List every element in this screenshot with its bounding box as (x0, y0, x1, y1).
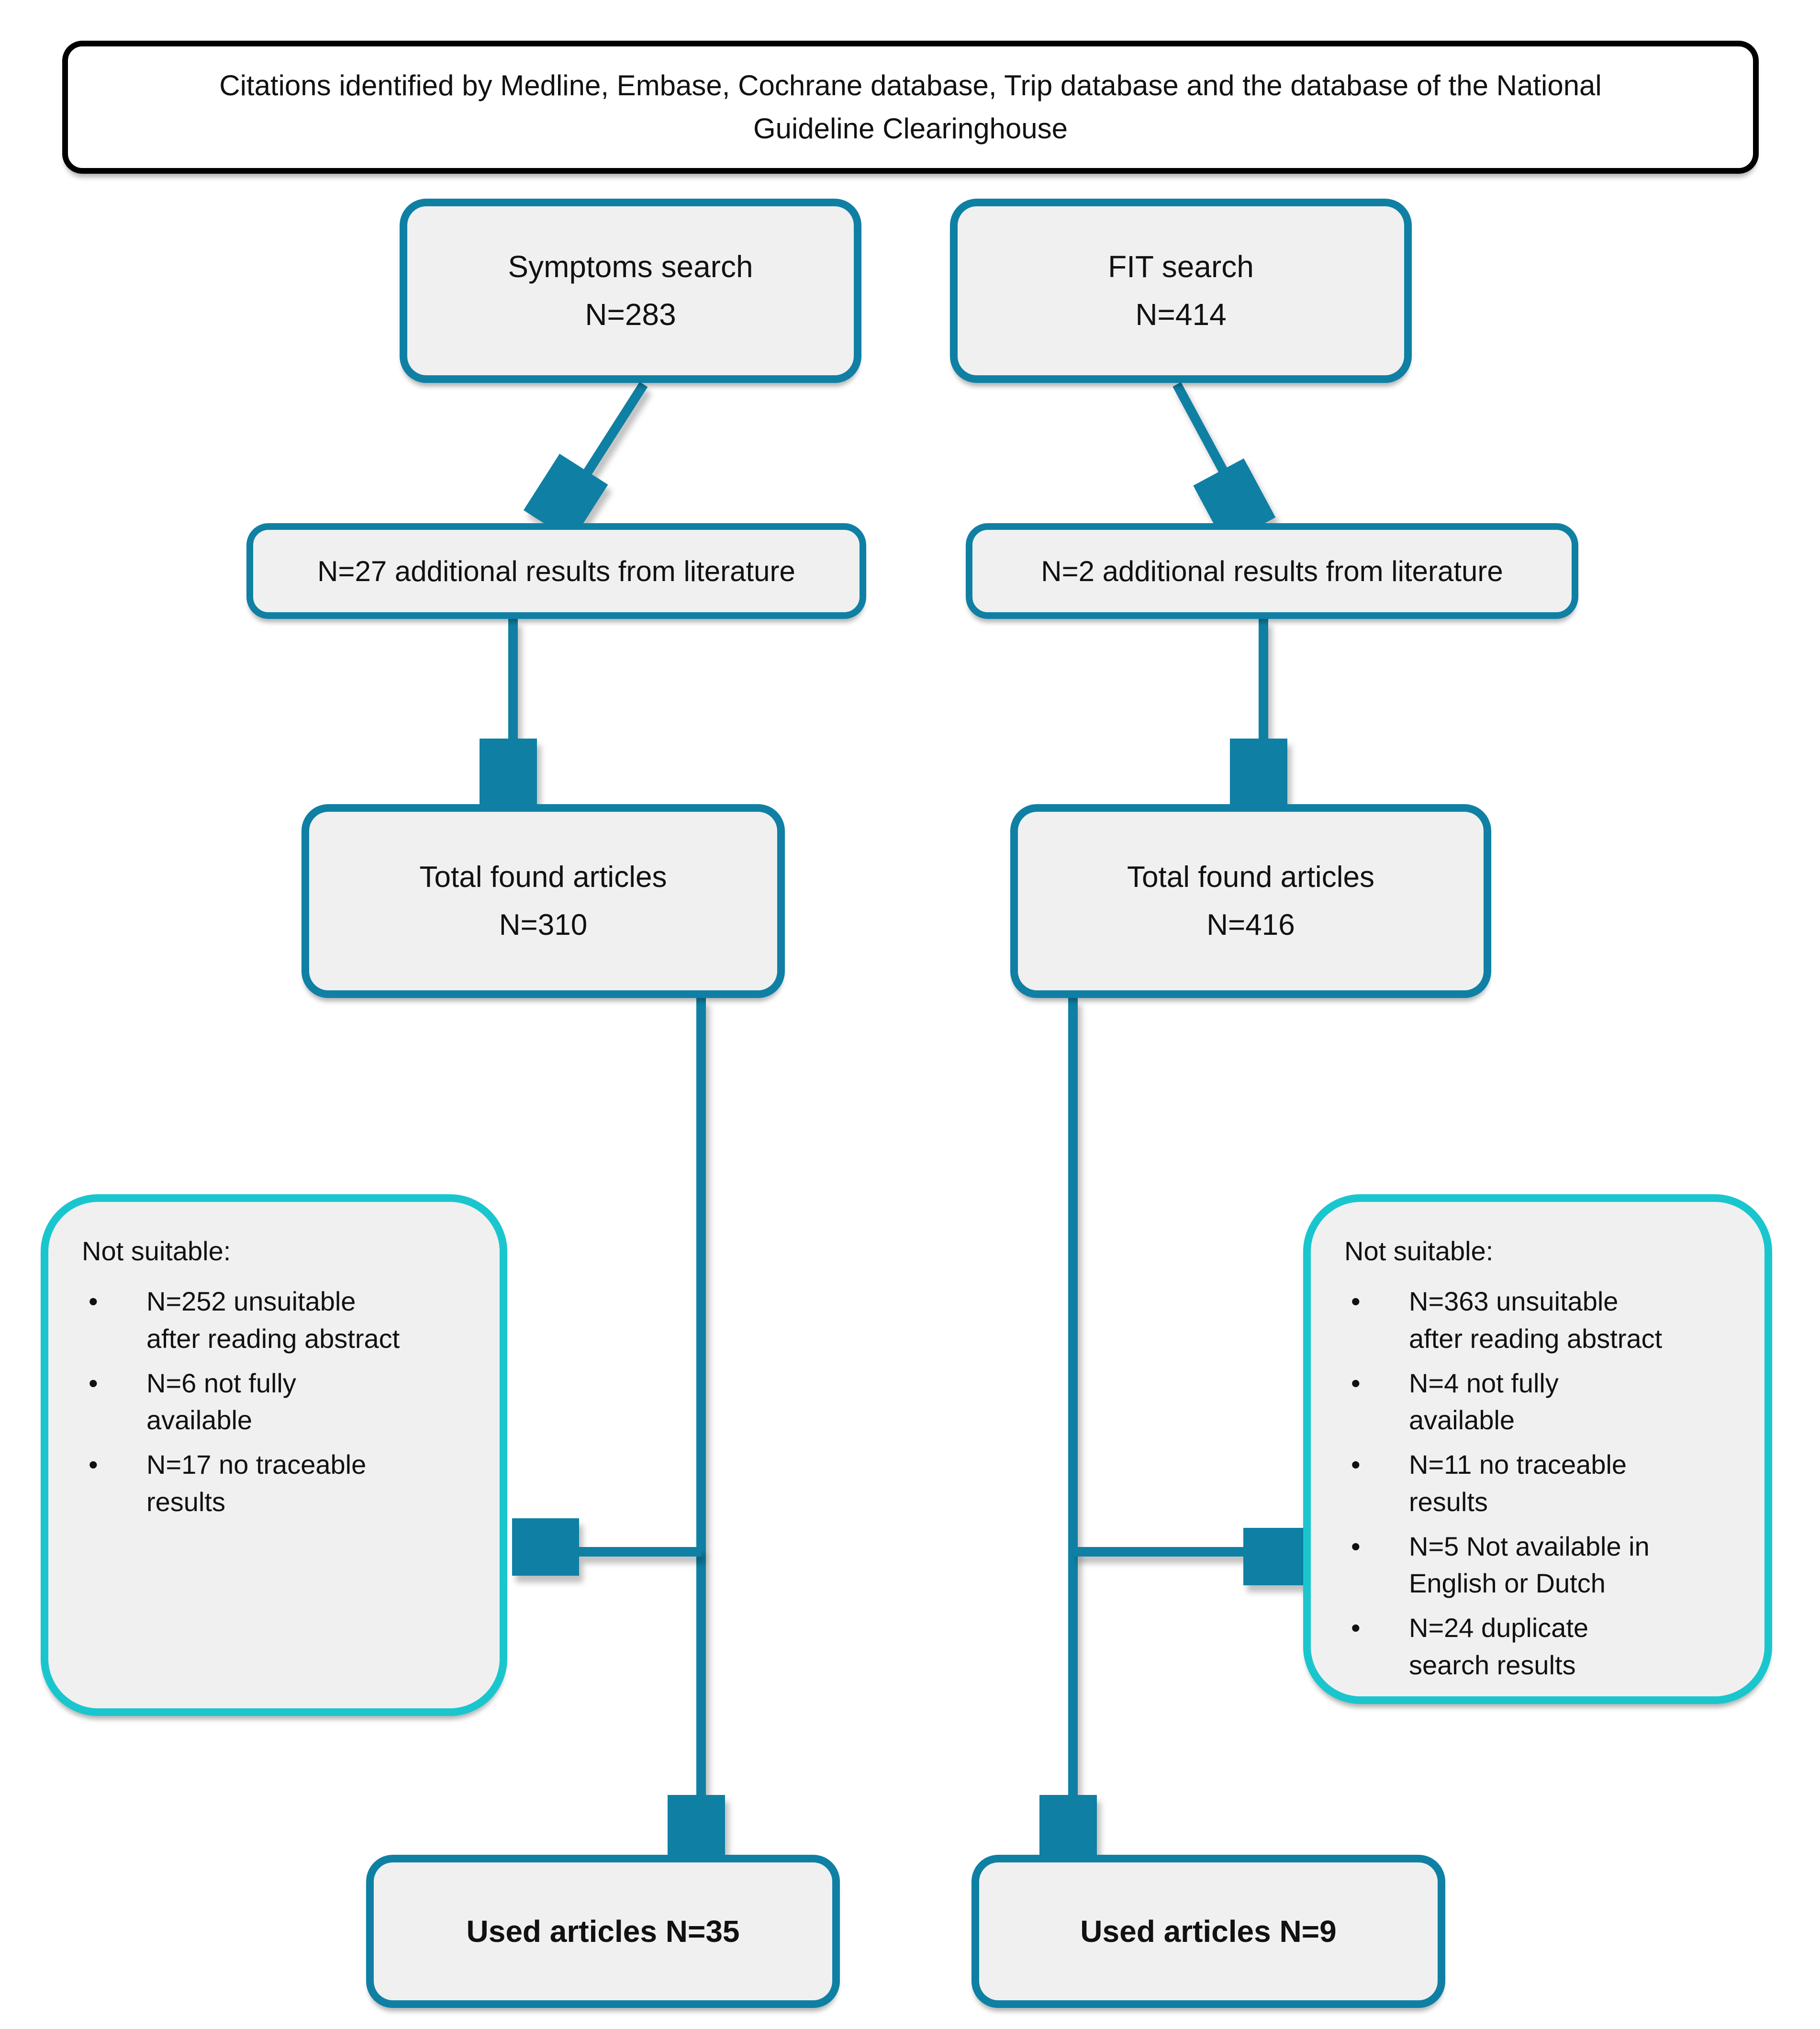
exclusion-item: N=24 duplicate search results (1344, 1609, 1745, 1683)
exclusion-item: N=17 no traceable results (82, 1446, 480, 1520)
fit-exclusion-box: Not suitable: N=363 unsuitable after rea… (1303, 1194, 1772, 1704)
fit-additional-results-box: N=2 additional results from literature (966, 523, 1578, 619)
symptoms-search-label: Symptoms search N=283 (508, 249, 753, 332)
fit-search-box: FIT search N=414 (950, 199, 1412, 383)
symptoms-total-found-box: Total found articles N=310 (301, 804, 785, 998)
fit-total-found-box: Total found articles N=416 (1010, 804, 1491, 998)
exclusion-item: N=363 unsuitable after reading abstract (1344, 1283, 1745, 1357)
symptoms-exclusion-heading: Not suitable: (82, 1236, 231, 1266)
symptoms-additional-results-box: N=27 additional results from literature (246, 523, 866, 619)
symptoms-used-articles-label: Used articles N=35 (466, 1914, 740, 1949)
symptoms-used-articles-box: Used articles N=35 (366, 1855, 840, 2008)
exclusion-item: N=11 no traceable results (1344, 1446, 1745, 1520)
symptoms-total-found-label: Total found articles N=310 (419, 861, 667, 942)
fit-exclusion-heading: Not suitable: (1344, 1236, 1494, 1266)
title-text: Citations identified by Medline, Embase,… (219, 69, 1602, 145)
arrow-fit-to-additional (1172, 382, 1248, 517)
symptoms-search-box: Symptoms search N=283 (400, 199, 861, 383)
fit-exclusion-list: N=363 unsuitable after reading abstract … (1344, 1283, 1745, 1683)
title-box: Citations identified by Medline, Embase,… (62, 41, 1759, 174)
symptoms-additional-results-label: N=27 additional results from literature (317, 555, 795, 587)
fit-total-found-label: Total found articles N=416 (1127, 861, 1374, 942)
symptoms-exclusion-box: Not suitable: N=252 unsuitable after rea… (41, 1194, 507, 1716)
exclusion-item: N=5 Not available in English or Dutch (1344, 1528, 1745, 1602)
symptoms-exclusion-list: N=252 unsuitable after reading abstract … (82, 1283, 480, 1520)
fit-additional-results-label: N=2 additional results from literature (1041, 555, 1503, 587)
exclusion-item: N=6 not fully available (82, 1365, 480, 1439)
fit-used-articles-box: Used articles N=9 (971, 1855, 1445, 2008)
arrow-symptoms-to-additional (559, 381, 648, 517)
exclusion-item: N=252 unsuitable after reading abstract (82, 1283, 480, 1357)
exclusion-item: N=4 not fully available (1344, 1365, 1745, 1439)
fit-search-label: FIT search N=414 (1108, 249, 1254, 332)
fit-used-articles-label: Used articles N=9 (1080, 1914, 1337, 1949)
